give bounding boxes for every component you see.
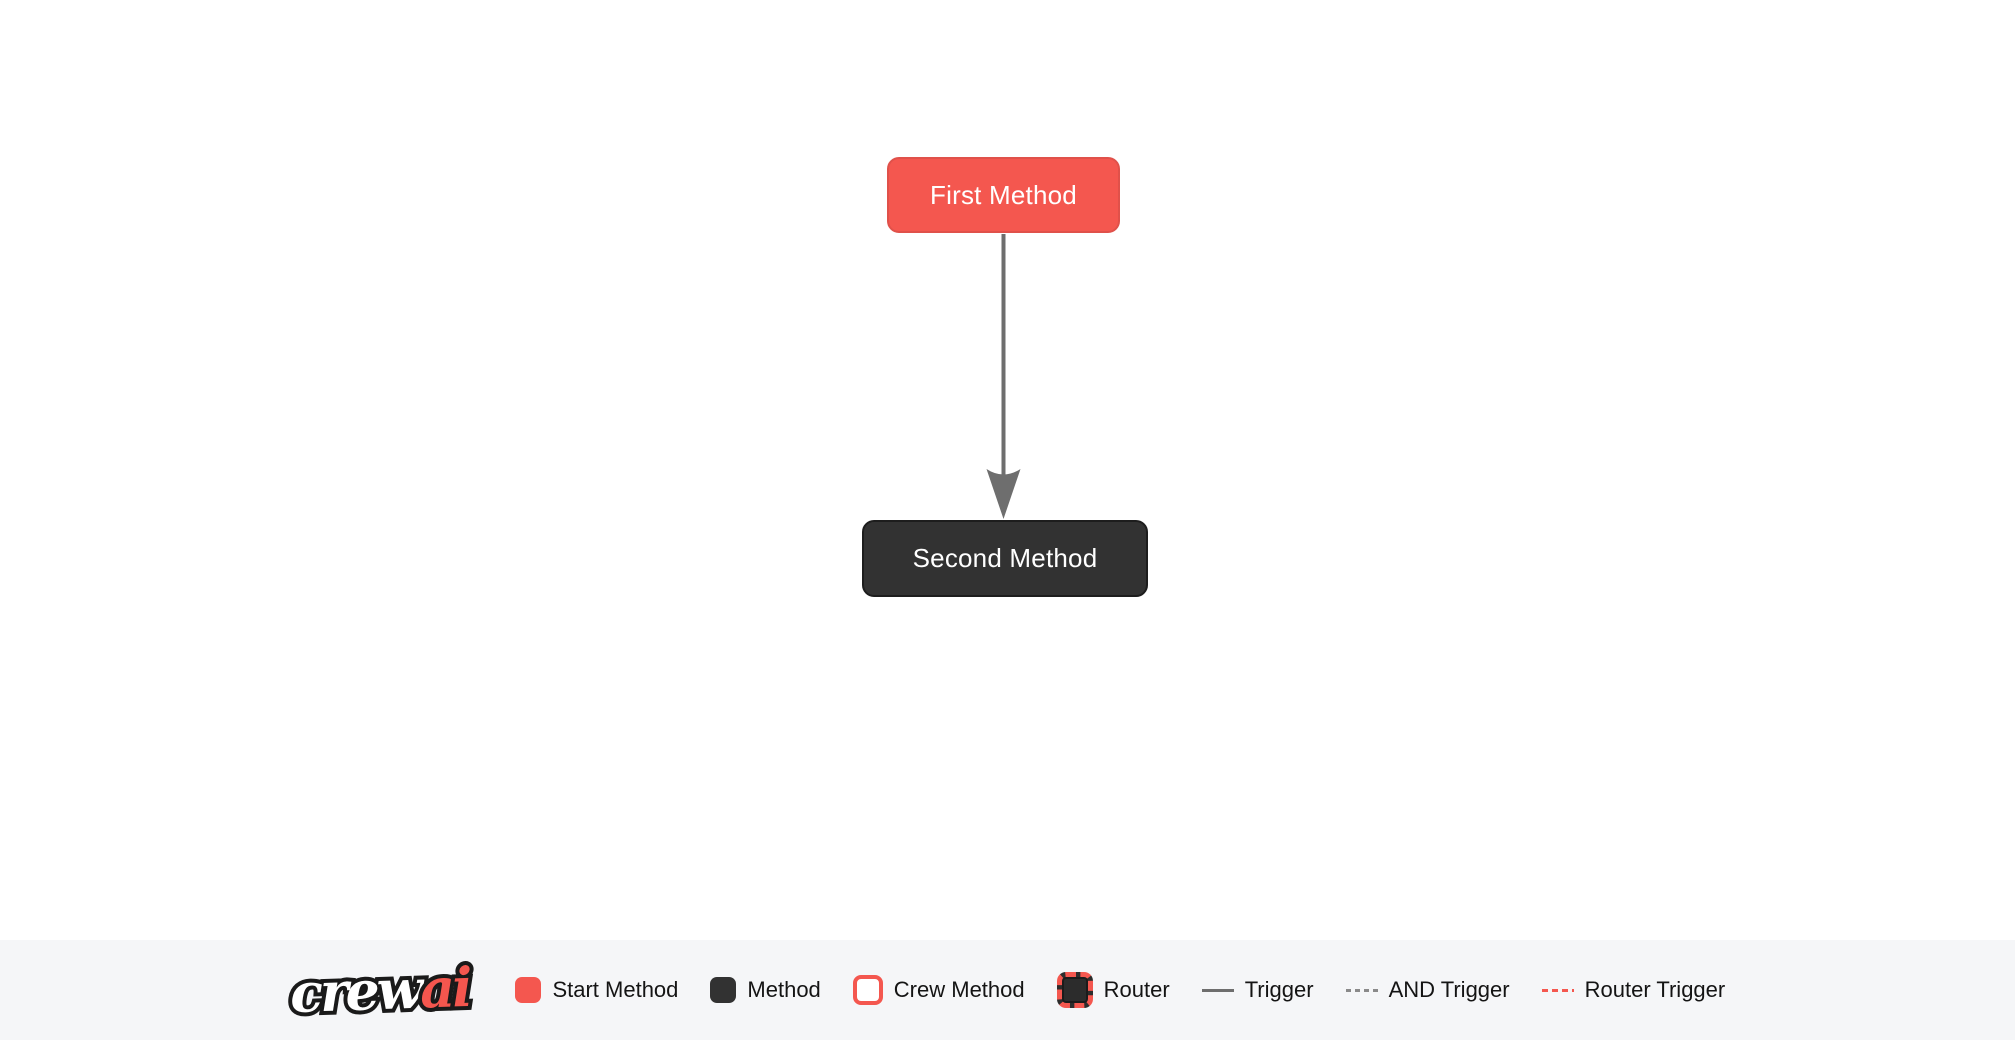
trigger-edge [986,234,1021,519]
trigger-line-icon [1201,988,1234,992]
legend-label: Start Method [552,977,679,1002]
crewai-logo: crewai [285,951,475,1029]
legend-item-router: Router [1056,972,1170,1008]
legend-item-crew-method: Crew Method [852,975,1025,1005]
method-swatch-icon [710,977,737,1003]
router-trigger-line-icon [1541,988,1574,992]
legend-label: AND Trigger [1388,977,1510,1002]
legend-label: Trigger [1244,977,1314,1002]
edge-arrowhead-icon [986,469,1021,519]
legend-bar: crewai Start Method Method Crew Method R… [0,940,2015,1040]
legend-item-start-method: Start Method [515,977,678,1003]
legend-label: Router [1103,977,1170,1002]
legend-item-and-trigger: AND Trigger [1345,977,1510,1003]
and-trigger-line-icon [1345,988,1378,992]
legend-label: Router Trigger [1584,977,1726,1002]
legend-label: Method [747,977,821,1002]
crewai-logo-crew: crew [285,953,425,1030]
node-first-method[interactable]: First Method [887,157,1120,233]
router-swatch-icon [1056,972,1093,1008]
legend-item-trigger: Trigger [1201,977,1314,1003]
legend-item-method: Method [710,977,821,1003]
crew-method-swatch-icon [852,975,883,1005]
legend-label: Crew Method [893,977,1025,1002]
legend-item-router-trigger: Router Trigger [1541,977,1726,1003]
flow-canvas[interactable]: First Method Second Method [0,0,2015,940]
node-second-method[interactable]: Second Method [862,520,1148,597]
start-method-swatch-icon [515,977,542,1003]
crewai-logo-ai: ai [415,951,475,1025]
